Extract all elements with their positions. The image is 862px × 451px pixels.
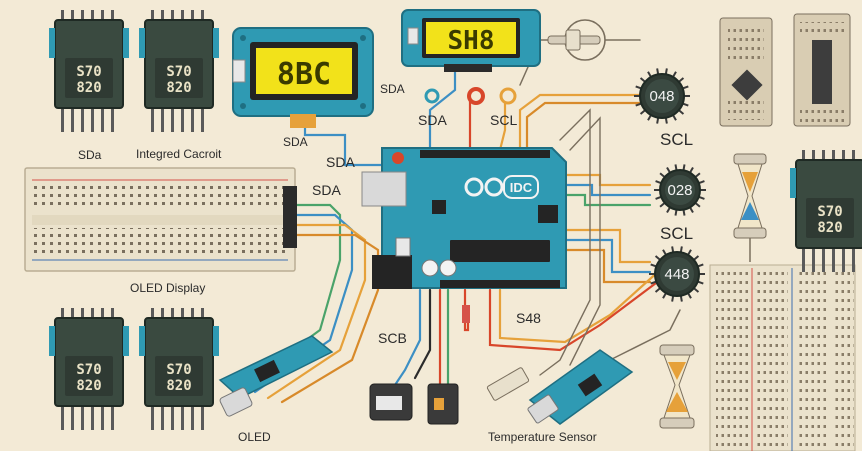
- dial-readout: 028: [667, 182, 692, 199]
- dial-readout: 448: [664, 266, 689, 283]
- breadboard-right: [709, 264, 856, 451]
- left-lcd-readout: 8BC: [277, 57, 331, 92]
- lcd-module-center: [401, 9, 541, 72]
- pin-connectors: [424, 87, 517, 105]
- label-sda-board-left: SDA: [326, 154, 355, 170]
- label-temperature-sensor: Temperature Sensor: [488, 430, 597, 444]
- scb-connector: [369, 383, 413, 421]
- label-scl-right-mid: SCL: [660, 224, 694, 243]
- wire-temp-b: [498, 268, 662, 344]
- dial-top: 048: [634, 68, 690, 124]
- chip-label-top: S70: [76, 64, 101, 80]
- board-logo-text: IDC: [510, 180, 533, 195]
- label-integrated-circuit: Integred Cacroit: [136, 147, 222, 161]
- wire-dial-mid-b: [543, 183, 652, 197]
- mid-connector: [427, 383, 459, 425]
- wire-dial-top-b: [525, 101, 642, 152]
- dial-bottom: 448: [649, 246, 705, 302]
- label-sda-mid: SDA: [283, 135, 308, 149]
- chip-label-top: S70: [166, 64, 191, 80]
- sensor-probe-top: [547, 19, 606, 61]
- dial-readout: 048: [649, 88, 674, 105]
- oled-usb-module: [218, 335, 334, 417]
- label-sda-left: SDa: [78, 148, 102, 162]
- s48-probe: [462, 305, 470, 323]
- wire-breadboard-d: [280, 233, 380, 404]
- arduino-board: [361, 147, 567, 289]
- arduino-logo: [464, 177, 504, 197]
- chip-label-bottom: 820: [817, 220, 842, 236]
- wire-breadboard-c: [266, 223, 367, 400]
- wire-dial-bot-a: [543, 228, 652, 264]
- lcd-module-left: [232, 27, 374, 128]
- label-s48: S48: [516, 310, 541, 326]
- chip-label-bottom: 820: [76, 378, 101, 394]
- label-sda-lcd: SDA: [380, 82, 405, 96]
- chip-label-top: S70: [166, 362, 191, 378]
- wire-right-long-a: [539, 108, 591, 376]
- label-oled-display: OLED Display: [130, 281, 206, 295]
- breadboard-left: [24, 167, 297, 272]
- wire-dial-top-a: [518, 93, 642, 152]
- wire-scb-a: [393, 288, 422, 387]
- module-board-b: [793, 13, 851, 127]
- module-board-a: [719, 17, 773, 127]
- chip-label-bottom: 820: [166, 378, 191, 394]
- wire-temp-a: [488, 278, 662, 352]
- temp-sensor-module: [486, 349, 634, 425]
- hourglass-sensor-lower: [659, 344, 695, 429]
- label-scl-pin: SCL: [490, 112, 518, 128]
- wire-scl-pin: [498, 96, 507, 152]
- wire-right-long-b: [569, 116, 601, 366]
- chip-label-bottom: 820: [76, 80, 101, 96]
- center-lcd-readout: SH8: [448, 26, 495, 56]
- label-scl-right-top: SCL: [660, 130, 694, 149]
- label-scb: SCB: [378, 330, 407, 346]
- wire-dial-bot-b: [543, 238, 652, 274]
- chip-label-bottom: 820: [166, 80, 191, 96]
- wire-scb-b: [413, 288, 432, 380]
- wire-center-lcd-1: [428, 60, 457, 152]
- dial-middle: 028: [654, 164, 706, 216]
- hourglass-sensor-upper: [733, 153, 767, 262]
- label-oled: OLED: [238, 430, 271, 444]
- label-sda-upper: SDA: [312, 182, 341, 198]
- label-sda-pin: SDA: [418, 112, 447, 128]
- chip-label-top: S70: [817, 204, 842, 220]
- chip-label-top: S70: [76, 362, 101, 378]
- wire-dial-bot-c: [543, 248, 652, 284]
